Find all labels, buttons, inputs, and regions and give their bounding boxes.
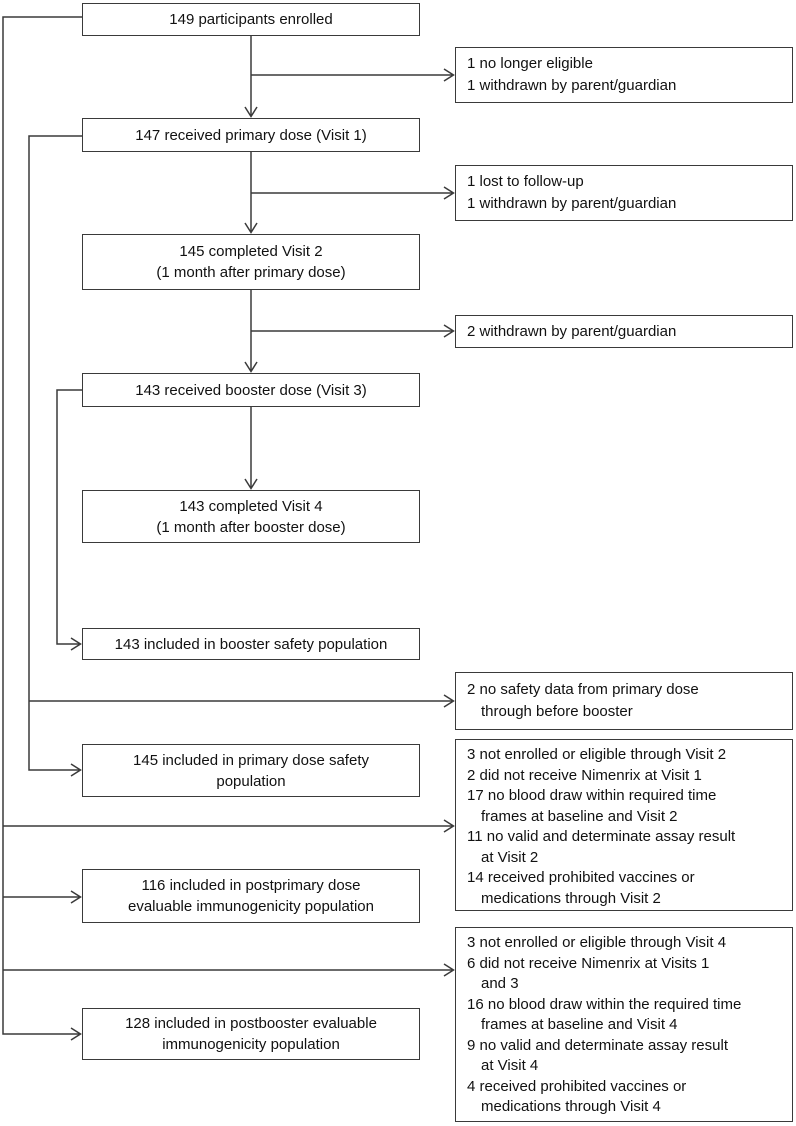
- box-text-line: 1 no longer eligible: [467, 55, 593, 72]
- arrowhead-down: [244, 106, 258, 118]
- rail-enrolled: [2, 16, 82, 1035]
- box-text-line: 116 included in postprimary dose: [141, 877, 361, 894]
- box-text-line: population: [216, 772, 286, 790]
- box-text-line: immunogenicity population: [162, 1036, 340, 1053]
- box-text-line: 2 withdrawn by parent/guardian: [467, 322, 677, 340]
- box-text-line: medications through Visit 2: [481, 889, 661, 907]
- box-text-line: 149 participants enrolled: [169, 11, 333, 28]
- flow-box-visit4: 143 completed Visit 4 (1 month after boo…: [82, 490, 420, 543]
- rail-booster-dose: [56, 389, 82, 645]
- arrowhead-right: [70, 637, 82, 651]
- flow-box-enrolled: 149 participants enrolled: [82, 3, 420, 36]
- box-text-line: 2 did not receive Nimenrix at Visit 1: [467, 766, 702, 784]
- box-text-line: 9 no valid and determinate assay result: [467, 1036, 728, 1054]
- flow-box-booster-safety-population: 143 included in booster safety populatio…: [82, 628, 420, 660]
- box-text-line: 1 withdrawn by parent/guardian: [467, 77, 677, 94]
- box-text-line: frames at baseline and Visit 4: [481, 1016, 678, 1033]
- arrowhead-down: [244, 361, 258, 373]
- flow-box-postbooster-immunogenicity: 128 included in postbooster evaluable im…: [82, 1008, 420, 1060]
- box-text-line: 11 no valid and determinate assay result: [467, 828, 736, 845]
- box-text-line: 143 completed Visit 4: [179, 497, 323, 515]
- arrowhead-down: [244, 222, 258, 234]
- box-text-line: and 3: [481, 975, 519, 992]
- box-text-line: 17 no blood draw within required time: [467, 787, 717, 804]
- box-text-line: 128 included in postbooster evaluable: [125, 1015, 377, 1032]
- box-text-line: through before booster: [481, 703, 633, 720]
- box-text-line: 147 received primary dose (Visit 1): [135, 126, 367, 144]
- box-text-line: (1 month after primary dose): [156, 264, 346, 281]
- box-text-line: medications through Visit 4: [481, 1098, 661, 1115]
- exclusion-box-no-safety-data: 2 no safety data from primary dose throu…: [455, 672, 793, 730]
- flow-box-booster-dose: 143 received booster dose (Visit 3): [82, 373, 420, 407]
- box-text-line: 14 received prohibited vaccines or: [467, 869, 695, 886]
- arrowhead-down: [244, 478, 258, 490]
- flow-box-postprimary-immunogenicity: 116 included in postprimary dose evaluab…: [82, 869, 420, 923]
- arrowhead-right: [70, 890, 82, 904]
- box-text-line: at Visit 4: [481, 1057, 539, 1074]
- arrowhead-right: [443, 819, 455, 833]
- arrowhead-right: [70, 1027, 82, 1041]
- exclusion-box-visit2-immunogenicity: 3 not enrolled or eligible through Visit…: [455, 739, 793, 911]
- flow-box-primary-safety-population: 145 included in primary dose safety popu…: [82, 744, 420, 797]
- box-text-line: 145 completed Visit 2: [179, 243, 323, 260]
- box-text-line: 145 included in primary dose safety: [133, 751, 369, 769]
- exclusion-box-after-enrollment: 1 no longer eligible 1 withdrawn by pare…: [455, 47, 793, 103]
- exclusion-box-after-primary-dose: 1 lost to follow-up 1 withdrawn by paren…: [455, 165, 793, 221]
- flow-box-visit2: 145 completed Visit 2 (1 month after pri…: [82, 234, 420, 290]
- box-text-line: 3 not enrolled or eligible through Visit…: [467, 934, 727, 951]
- box-text-line: 1 withdrawn by parent/guardian: [467, 195, 677, 212]
- box-text-line: at Visit 2: [481, 848, 539, 866]
- box-text-line: 6 did not receive Nimenrix at Visits 1: [467, 954, 710, 972]
- box-text-line: 4 received prohibited vaccines or: [467, 1077, 687, 1095]
- flow-box-primary-dose: 147 received primary dose (Visit 1): [82, 118, 420, 152]
- arrowhead-right: [443, 68, 455, 82]
- arrowhead-right: [443, 694, 455, 708]
- rail-primary-dose: [28, 135, 82, 771]
- arrowhead-right: [443, 963, 455, 977]
- box-text-line: evaluable immunogenicity population: [128, 898, 374, 915]
- exclusion-box-after-visit2: 2 withdrawn by parent/guardian: [455, 315, 793, 348]
- box-text-line: 3 not enrolled or eligible through Visit…: [467, 746, 727, 763]
- box-text-line: frames at baseline and Visit 2: [481, 807, 678, 825]
- arrowhead-right: [70, 763, 82, 777]
- arrowhead-right: [443, 324, 455, 338]
- box-text-line: (1 month after booster dose): [156, 518, 346, 536]
- box-text-line: 143 included in booster safety populatio…: [114, 635, 388, 653]
- box-text-line: 143 received booster dose (Visit 3): [135, 381, 367, 399]
- box-text-line: 16 no blood draw within the required tim…: [467, 995, 742, 1013]
- box-text-line: 1 lost to follow-up: [467, 173, 584, 190]
- exclusion-box-visit4-immunogenicity: 3 not enrolled or eligible through Visit…: [455, 927, 793, 1122]
- arrowhead-right: [443, 186, 455, 200]
- box-text-line: 2 no safety data from primary dose: [467, 681, 699, 698]
